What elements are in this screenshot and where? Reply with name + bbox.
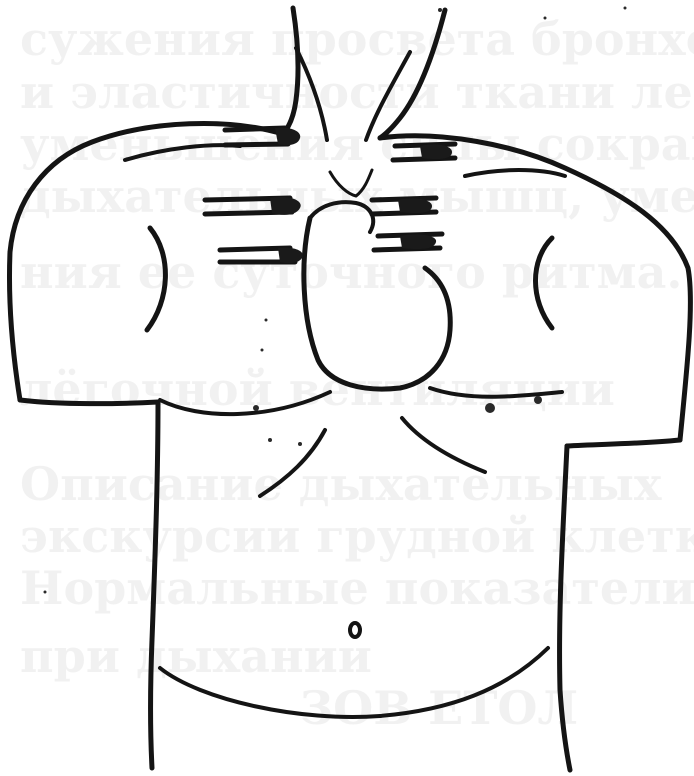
show-through-line: экскурсии грудной клетки <box>20 509 694 563</box>
show-through-line: ния ее суточного ритма. <box>20 245 682 299</box>
show-through-line: сужения просвета бронхов <box>20 12 694 66</box>
show-through-line: и эластичности ткани легких, <box>20 65 694 119</box>
show-through-line: при дыхании <box>20 629 372 683</box>
show-through-line: уменьшения силы сокращения <box>20 117 694 171</box>
finger <box>374 234 442 250</box>
right-arm-cut <box>567 440 680 446</box>
show-through-line: лёгочной вентиляции <box>20 362 615 416</box>
show-through-line: Нормальные показатели <box>20 561 694 615</box>
show-through-text: сужения просвета бронхов и эластичности … <box>20 12 694 735</box>
